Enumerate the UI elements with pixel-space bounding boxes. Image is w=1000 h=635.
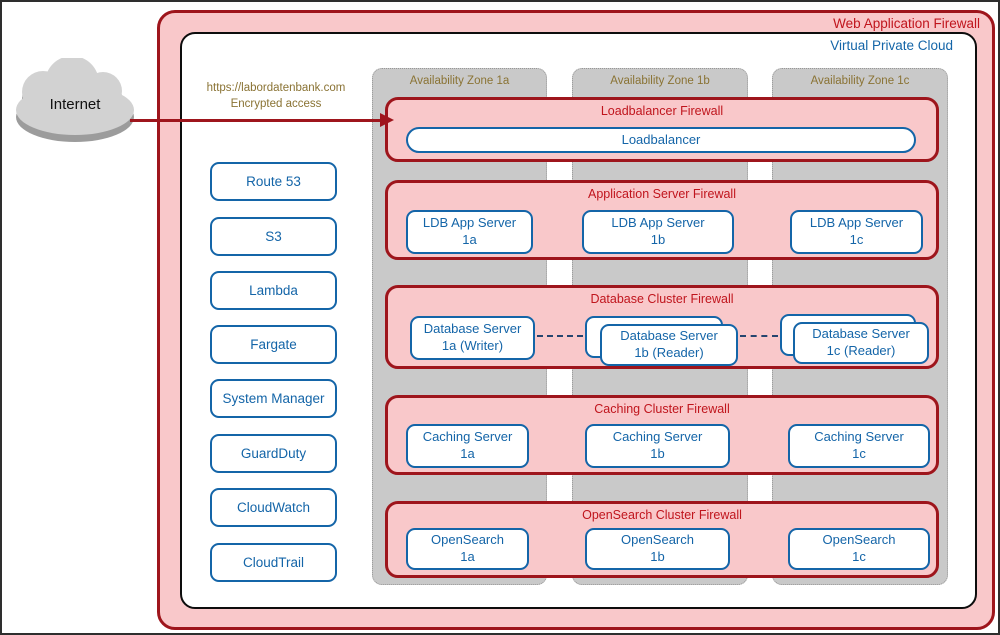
caching-cluster-firewall-label: Caching Cluster Firewall — [594, 402, 730, 416]
web-application-firewall-label: Web Application Firewall — [833, 16, 980, 31]
application-server-firewall-label: Application Server Firewall — [588, 187, 736, 201]
opensearch-1a-line1: OpenSearch — [431, 532, 504, 548]
caching-server-1a-line2: 1a — [460, 446, 475, 461]
availability-zone-1a-label: Availability Zone 1a — [409, 75, 510, 87]
caching-server-1c-line2: 1c — [852, 446, 866, 461]
database-server-1c-line2: 1c (Reader) — [826, 343, 896, 358]
database-server-1b-line2: 1b (Reader) — [634, 345, 704, 360]
availability-zone-1c-label: Availability Zone 1c — [810, 75, 910, 87]
app-server-1a-line1: LDB App Server — [422, 215, 517, 231]
opensearch-1c-line2: 1c — [852, 549, 866, 564]
loadbalancer-node: Loadbalancer — [406, 127, 916, 153]
caching-server-1b-line1: Caching Server — [612, 429, 703, 445]
service-box-s3: S3 — [210, 217, 337, 256]
app-server-1b-line2: 1b — [650, 232, 666, 247]
db-replication-link-bc — [740, 335, 778, 337]
caching-server-1b-line2: 1b — [650, 446, 665, 461]
app-server-1b-line1: LDB App Server — [611, 215, 705, 231]
service-box-guardduty: GuardDuty — [210, 434, 337, 473]
internet-cloud-icon — [16, 58, 134, 142]
app-server-1b-node: LDB App Server 1b — [582, 210, 734, 254]
caching-server-1c-line1: Caching Server — [814, 429, 904, 445]
opensearch-1b-line1: OpenSearch — [621, 532, 694, 548]
opensearch-1b-line2: 1b — [650, 549, 665, 564]
database-server-1b-line1: Database Server — [620, 328, 718, 344]
loadbalancer-node-label: Loadbalancer — [621, 131, 701, 147]
opensearch-1b-node: OpenSearch 1b — [585, 528, 730, 570]
service-box-route53: Route 53 — [210, 162, 337, 201]
database-server-1c-node: Database Server 1c (Reader) — [793, 322, 929, 364]
virtual-private-cloud-label: Virtual Private Cloud — [830, 38, 953, 53]
app-server-1c-node: LDB App Server 1c — [790, 210, 923, 254]
app-server-1c-line2: 1c — [849, 232, 864, 247]
opensearch-1a-node: OpenSearch 1a — [406, 528, 529, 570]
db-replication-link-ab — [537, 335, 583, 337]
internet-label: Internet — [49, 96, 101, 113]
connection-url: https://labordatenbank.com — [206, 82, 346, 94]
app-server-1c-line1: LDB App Server — [809, 215, 904, 231]
service-box-cloudtrail: CloudTrail — [210, 543, 337, 582]
loadbalancer-firewall-container: Loadbalancer Firewall Loadbalancer — [385, 97, 939, 162]
opensearch-1c-node: OpenSearch 1c — [788, 528, 930, 570]
opensearch-cluster-firewall-label: OpenSearch Cluster Firewall — [582, 508, 742, 522]
database-server-1a-line2: 1a (Writer) — [441, 338, 504, 353]
connection-caption: https://labordatenbank.com Encrypted acc… — [192, 81, 360, 112]
database-cluster-firewall-container: Database Cluster Firewall Database Serve… — [385, 285, 939, 369]
opensearch-cluster-firewall-container: OpenSearch Cluster Firewall OpenSearch 1… — [385, 501, 939, 578]
database-server-1a-node: Database Server 1a (Writer) — [410, 316, 535, 360]
caching-server-1c-node: Caching Server 1c — [788, 424, 930, 468]
service-box-cloudwatch: CloudWatch — [210, 488, 337, 527]
caching-server-1b-node: Caching Server 1b — [585, 424, 730, 468]
loadbalancer-firewall-label: Loadbalancer Firewall — [600, 104, 724, 118]
availability-zone-1b-label: Availability Zone 1b — [610, 75, 710, 87]
service-box-system-manager: System Manager — [210, 379, 337, 418]
database-server-1c-line1: Database Server — [812, 326, 910, 342]
database-cluster-firewall-label: Database Cluster Firewall — [590, 292, 734, 306]
application-server-firewall-container: Application Server Firewall LDB App Serv… — [385, 180, 939, 260]
database-server-1b-node: Database Server 1b (Reader) — [600, 324, 738, 366]
caching-server-1a-line1: Caching Server — [422, 429, 513, 445]
database-server-1a-line1: Database Server — [423, 321, 522, 337]
app-server-1a-node: LDB App Server 1a — [406, 210, 533, 254]
caching-server-1a-node: Caching Server 1a — [406, 424, 529, 468]
service-box-lambda: Lambda — [210, 271, 337, 310]
caching-cluster-firewall-container: Caching Cluster Firewall Caching Server … — [385, 395, 939, 475]
opensearch-1a-line2: 1a — [460, 549, 475, 564]
service-box-fargate: Fargate — [210, 325, 337, 364]
connection-encrypted-label: Encrypted access — [230, 97, 322, 110]
internet-arrow-head-icon — [380, 113, 394, 127]
app-server-1a-line2: 1a — [462, 232, 477, 247]
internet-arrow-line — [130, 119, 382, 122]
opensearch-1c-line1: OpenSearch — [822, 532, 896, 548]
web-application-firewall-container: Web Application Firewall Virtual Private… — [157, 10, 995, 630]
virtual-private-cloud-container: Virtual Private Cloud Availability Zone … — [180, 32, 977, 609]
